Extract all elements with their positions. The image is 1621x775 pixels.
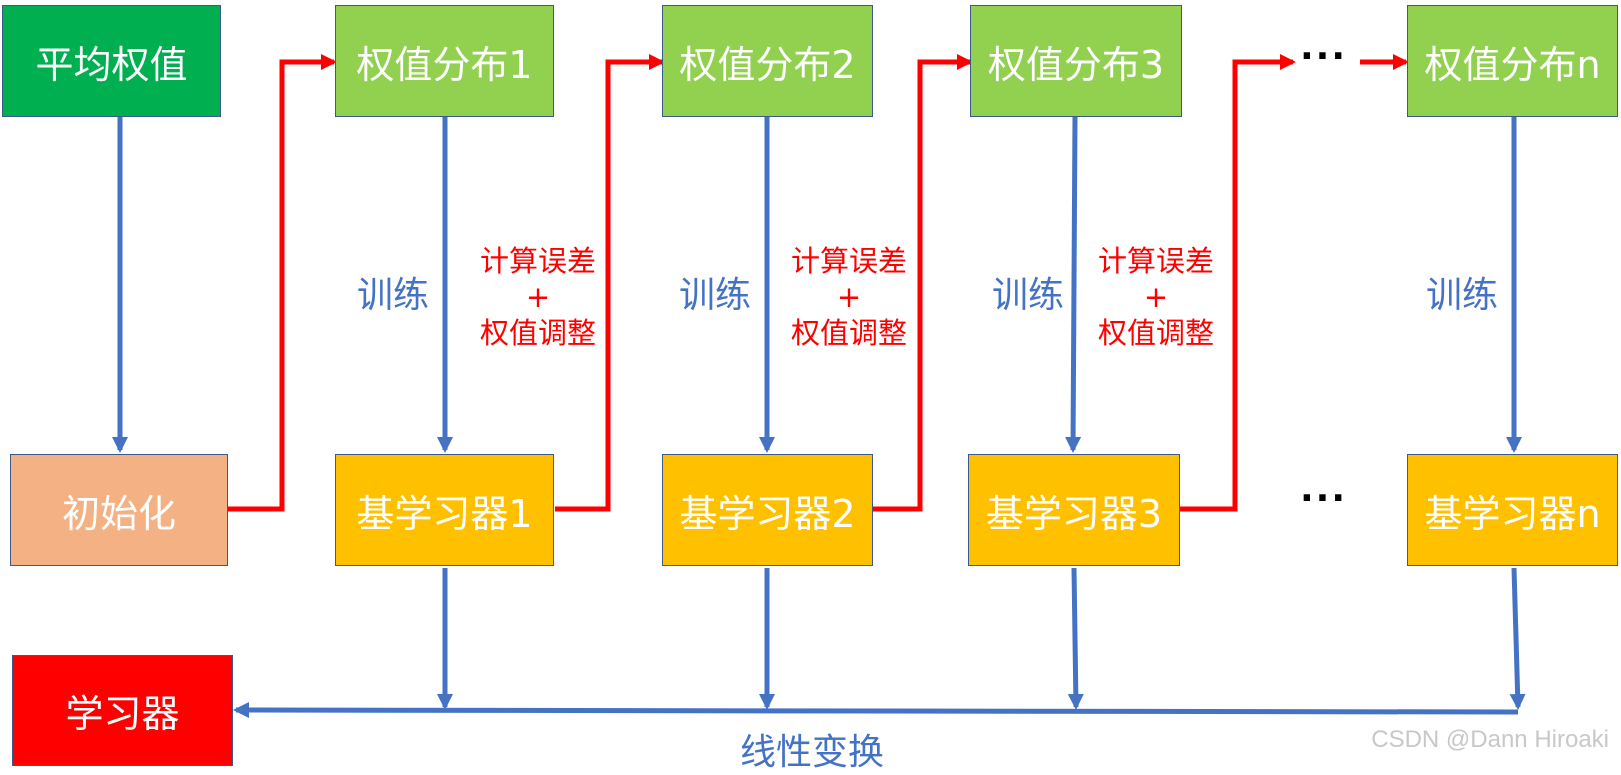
- arrow-combine-n: [1509, 567, 1526, 710]
- train-label-1: 训练: [357, 275, 430, 316]
- adjust-label-1-line3: 权值调整: [480, 316, 597, 350]
- top-ellipsis: ···: [1300, 36, 1348, 77]
- weight-dist-box-3: 权值分布3: [970, 5, 1182, 117]
- base-learner-label-1: 基学习器1: [356, 491, 533, 536]
- weight-dist-label-2: 权值分布2: [679, 42, 856, 87]
- avg-weight-label: 平均权值: [35, 42, 188, 87]
- learner-box: 学习器: [12, 655, 233, 766]
- arrow-adjust-3: [1180, 54, 1296, 512]
- weight-dist-box-n: 权值分布n: [1407, 5, 1618, 117]
- adjust-label-1: 计算误差 + 权值调整: [480, 243, 596, 351]
- adjust-label-2-line2: +: [836, 280, 862, 314]
- adjust-label-2-line1: 计算误差: [791, 244, 908, 278]
- arrow-adjust-1: [555, 54, 665, 512]
- init-label: 初始化: [61, 491, 176, 536]
- adjust-label-2: 计算误差 + 权值调整: [791, 243, 907, 351]
- watermark: CSDN @Dann Hiroaki: [1371, 726, 1609, 753]
- adjust-label-3-line3: 权值调整: [1098, 316, 1215, 350]
- base-learner-box-1: 基学习器1: [335, 454, 554, 566]
- base-learner-box-3: 基学习器3: [968, 454, 1180, 566]
- weight-dist-label-n: 权值分布n: [1424, 42, 1601, 87]
- adjust-label-1-line1: 计算误差: [480, 244, 597, 278]
- avg-weight-box: 平均权值: [2, 5, 221, 117]
- init-box: 初始化: [10, 454, 228, 566]
- adjust-label-2-line3: 权值调整: [791, 316, 908, 350]
- train-label-2: 训练: [679, 275, 752, 316]
- adjust-label-1-line2: +: [525, 280, 551, 314]
- linear-transform-label: 线性变换: [740, 732, 885, 773]
- base-learner-label-n: 基学习器n: [1424, 491, 1601, 536]
- arrow-init-to-dist1: [228, 54, 337, 512]
- learner-label: 学习器: [65, 692, 180, 736]
- arrow-adjust-2: [873, 54, 973, 512]
- arrow-train-3: [1065, 116, 1082, 453]
- base-learner-label-3: 基学习器3: [985, 491, 1163, 536]
- adjust-label-3-line2: +: [1143, 280, 1169, 314]
- arrow-combine-3: [1067, 567, 1084, 710]
- weight-dist-label-3: 权值分布3: [987, 42, 1165, 87]
- train-label-3: 训练: [992, 275, 1065, 316]
- adjust-label-3-line1: 计算误差: [1098, 244, 1215, 278]
- middle-ellipsis: ···: [1300, 478, 1348, 519]
- base-learner-box-n: 基学习器n: [1407, 454, 1618, 566]
- base-learner-box-2: 基学习器2: [662, 454, 873, 566]
- weight-dist-label-1: 权值分布1: [356, 42, 533, 87]
- adjust-label-3: 计算误差 + 权值调整: [1098, 243, 1214, 351]
- train-label-n: 训练: [1426, 275, 1499, 316]
- base-learner-label-2: 基学习器2: [679, 491, 856, 536]
- weight-dist-box-1: 权值分布1: [335, 5, 554, 117]
- arrow-linear-bus: [233, 702, 1519, 719]
- weight-dist-box-2: 权值分布2: [662, 5, 873, 117]
